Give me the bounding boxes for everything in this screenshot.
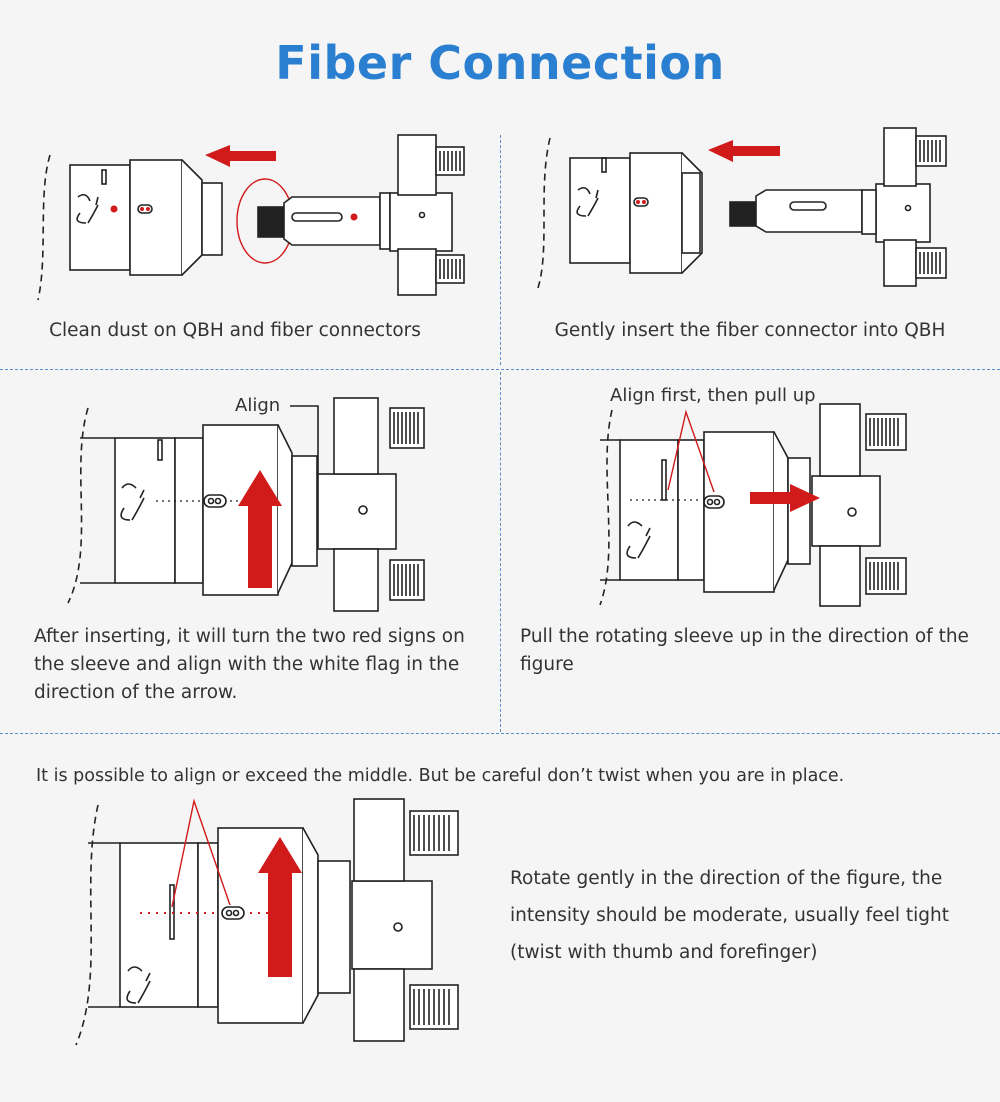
qbh-body-edge: [37, 154, 51, 301]
arrow-left-icon: [205, 145, 276, 167]
divider-vertical-top: [500, 135, 501, 365]
final-note: It is possible to align or exceed the mi…: [36, 766, 845, 786]
step3-caption: After inserting, it will turn the two re…: [34, 626, 465, 703]
step2-illustration: [537, 127, 947, 289]
arrow-right-icon: [750, 484, 820, 512]
step3-illustration: [67, 397, 425, 612]
step1-caption: Clean dust on QBH and fiber connectors: [49, 320, 421, 341]
arrow-up-icon: [258, 837, 302, 977]
arrow-up-icon: [238, 470, 282, 588]
divider-horizontal-2: [0, 733, 1000, 734]
step2-caption: Gently insert the fiber connector into Q…: [554, 320, 946, 341]
divider-horizontal-1: [0, 369, 1000, 370]
step4-illustration: [599, 403, 907, 607]
step4-caption: Pull the rotating sleeve up in the direc…: [520, 626, 969, 675]
arrow-left-icon: [708, 140, 780, 162]
final-caption: Rotate gently in the direction of the fi…: [510, 868, 950, 963]
final-illustration: [75, 798, 459, 1046]
page-title: Fiber Connection: [275, 36, 725, 90]
align-pull-label: Align first, then pull up: [610, 385, 816, 406]
align-label: Align: [235, 395, 281, 416]
step1-illustration: [37, 134, 465, 301]
divider-vertical-middle: [500, 372, 501, 732]
